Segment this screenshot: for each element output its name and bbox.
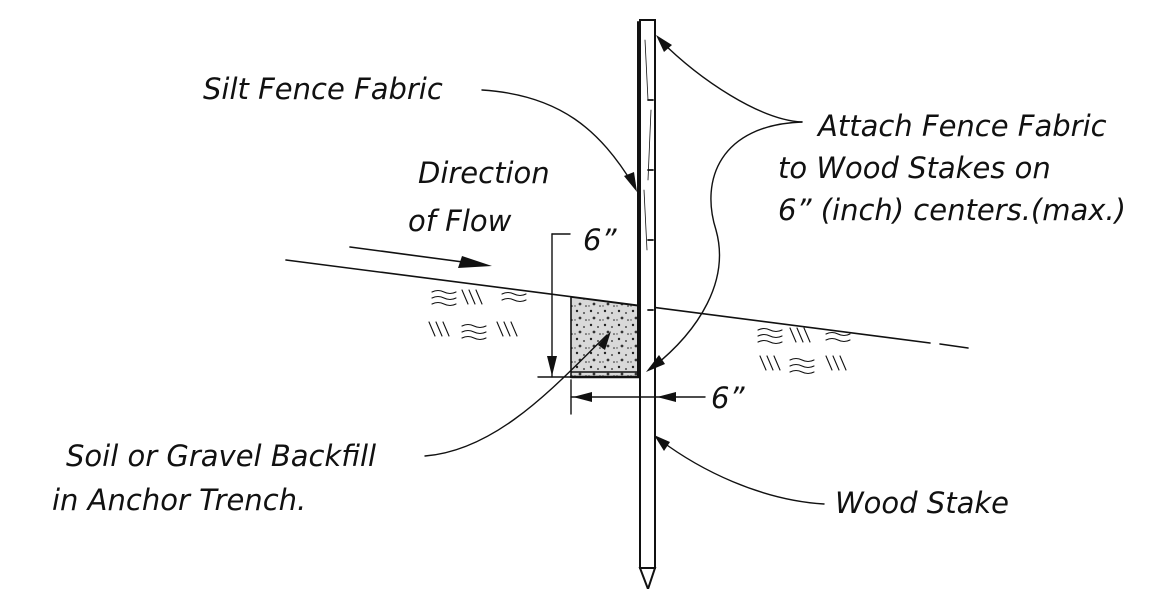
label-backfill-line-2: in Anchor Trench.: [52, 483, 306, 517]
leader-wood-stake: [654, 435, 825, 505]
label-of-flow: of Flow: [408, 204, 512, 238]
fabric-fasteners: [647, 99, 654, 311]
label-attach-line-1: Attach Fence Fabric: [816, 109, 1107, 143]
vertical-dimension: [537, 233, 572, 378]
label-dimension-vertical: 6”: [583, 223, 617, 257]
horizontal-dimension: [570, 379, 706, 415]
soil-hatch-left: [428, 289, 527, 341]
label-backfill-line-1: Soil or Gravel Backfill: [66, 439, 376, 473]
flow-direction-arrow: [349, 246, 492, 268]
label-attach-line-3: 6” (inch) centers.(max.): [778, 193, 1126, 227]
label-attach-line-2: to Wood Stakes on: [778, 151, 1051, 185]
label-dimension-horizontal: 6”: [711, 381, 745, 415]
label-silt-fence-fabric: Silt Fence Fabric: [203, 72, 443, 106]
soil-hatch-right: [757, 327, 851, 375]
wood-stake: [638, 19, 657, 589]
leader-backfill: [424, 331, 611, 457]
label-direction: Direction: [418, 156, 550, 190]
label-wood-stake: Wood Stake: [835, 486, 1009, 520]
leader-silt-fence-fabric: [481, 89, 637, 192]
leader-attach-fabric: [646, 35, 803, 372]
